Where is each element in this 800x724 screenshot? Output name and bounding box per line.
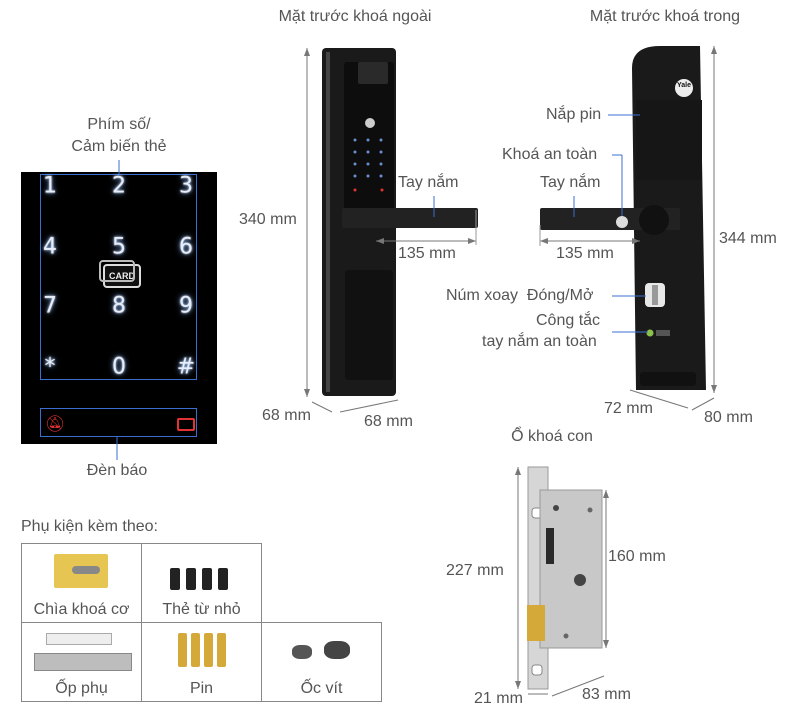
accessory-cell-key: Chìa khoá cơ — [21, 543, 142, 623]
accessory-cell-card: Thẻ từ nhỏ — [141, 543, 262, 623]
screws-image — [290, 635, 354, 665]
accessory-label: Chìa khoá cơ — [33, 601, 130, 618]
switch-label-line2: tay nắm an toàn — [482, 333, 597, 350]
accessory-cell-screws: Ốc vít — [261, 622, 382, 702]
safety-lock-label: Khoá an toàn — [502, 146, 598, 163]
keypad-key: 8 — [112, 293, 126, 319]
keypad-title-line2: Cảm biến thẻ — [71, 138, 167, 155]
yale-logo: Yale — [676, 82, 691, 89]
switch-label-line1: Công tắc — [536, 312, 601, 329]
accessory-cell-plate: Ốp phụ — [21, 622, 142, 702]
keypad-key: 7 — [43, 293, 57, 319]
strike-plate-image — [34, 653, 132, 671]
mortise-height-label: 227 mm — [446, 562, 504, 579]
keypad-panel — [21, 172, 217, 444]
accessory-label: Ốc vít — [300, 680, 343, 697]
inner-handle-label: Tay nắm — [540, 174, 601, 191]
outer-lock-drawing — [322, 48, 478, 396]
keypad-key: # — [176, 354, 196, 380]
keypad-key: 3 — [179, 173, 193, 199]
keypad-key: 5 — [112, 234, 126, 260]
keypad-key: * — [44, 354, 56, 380]
keypad-key: 4 — [43, 234, 57, 260]
mortise-title: Ổ khoá con — [511, 428, 593, 445]
accessory-label: Ốp phụ — [55, 680, 108, 697]
outer-height-label: 340 mm — [239, 211, 297, 228]
battery-low-icon — [177, 418, 195, 431]
mortise-body-width-label: 83 mm — [582, 686, 631, 703]
battery-image — [178, 633, 230, 669]
keypad-key: 1 — [43, 173, 57, 199]
inner-lock-title: Mặt trước khoá trong — [589, 8, 741, 25]
inner-handle-length: 135 mm — [556, 245, 614, 262]
mortise-body-height-label: 160 mm — [608, 548, 666, 565]
keypad-title-line1: Phím số/ — [87, 116, 151, 133]
mute-bell-icon: 🔕︎ — [45, 416, 66, 433]
keypad-key: 6 — [179, 234, 193, 260]
keypad-key: 9 — [179, 293, 193, 319]
inner-height-label: 344 mm — [719, 230, 777, 247]
mortise-drawing — [527, 466, 603, 690]
accessory-label: Thẻ từ nhỏ — [162, 601, 241, 618]
inner-lock-drawing — [540, 46, 706, 390]
mortise-faceplate-width-label: 21 mm — [474, 690, 523, 707]
mechanical-key-image — [54, 554, 108, 588]
outer-handle-length: 135 mm — [398, 245, 456, 262]
indicator-frame — [40, 408, 197, 437]
inner-width-label: 72 mm — [604, 400, 653, 417]
accessories-table: Chìa khoá cơ Thẻ từ nhỏ Ốp phụ P — [21, 543, 382, 702]
keypad-frame — [40, 174, 197, 380]
inner-depth-label: 80 mm — [704, 409, 753, 426]
outer-depth-label: 68 mm — [262, 407, 311, 424]
accessory-cell-battery: Pin — [141, 622, 262, 702]
outer-width-label: 68 mm — [364, 413, 413, 430]
accessory-label: Pin — [189, 680, 214, 697]
outer-handle-label: Tay nắm — [398, 174, 459, 191]
battery-cover-label: Nắp pin — [546, 106, 602, 123]
outer-lock-title: Mặt trước khoá ngoài — [278, 8, 432, 25]
key-fob-image — [166, 550, 236, 596]
knob-label: Núm xoay Đóng/Mở — [446, 287, 594, 304]
card-sensor-icon: CARD — [99, 260, 141, 288]
accessories-title: Phụ kiện kèm theo: — [21, 518, 158, 535]
indicator-label: Đèn báo — [86, 462, 148, 479]
keypad-key: 2 — [112, 173, 126, 199]
keypad-key: 0 — [112, 354, 126, 380]
